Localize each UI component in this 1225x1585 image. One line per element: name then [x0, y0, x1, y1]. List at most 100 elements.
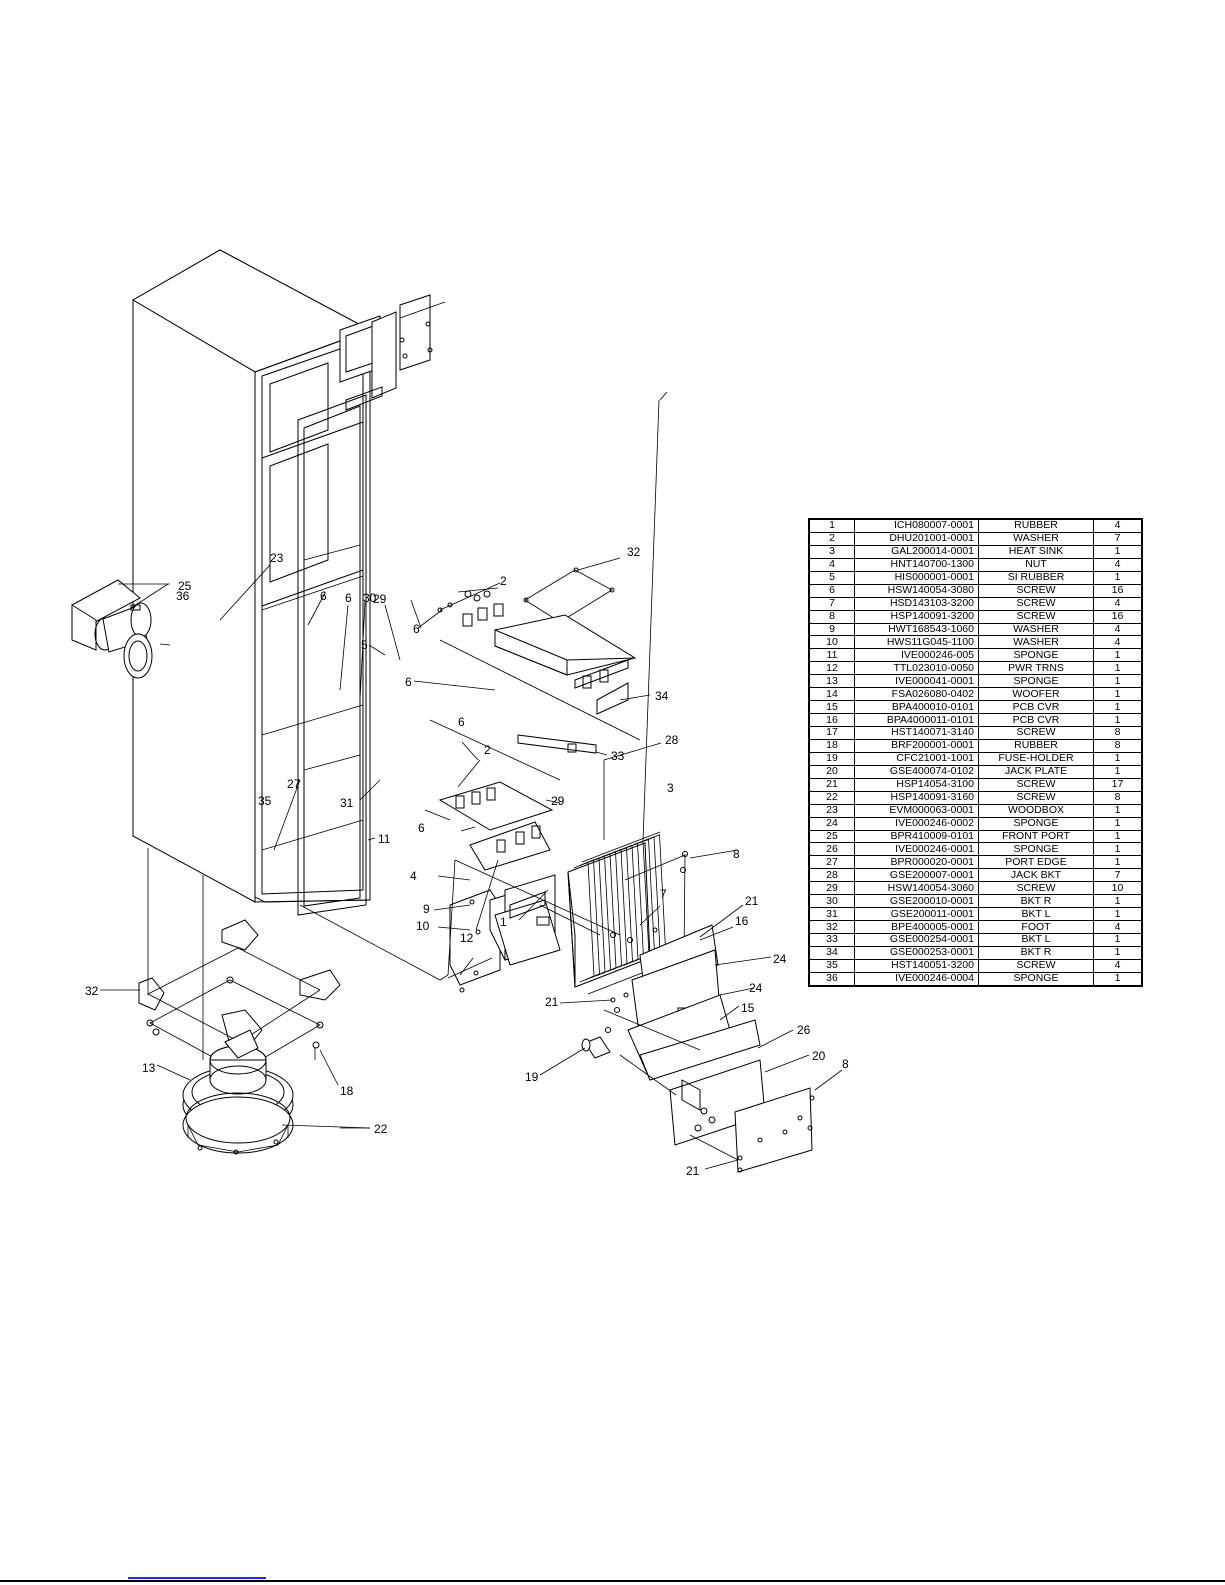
pcb-cover-top — [437, 567, 637, 871]
part-quantity: 7 — [1093, 868, 1143, 883]
bracket-group — [339, 294, 446, 411]
leader-lines — [100, 391, 843, 1170]
callout-34: 34 — [655, 689, 669, 703]
part-description: SPONGE — [978, 816, 1094, 831]
callout-8: 8 — [733, 847, 740, 861]
part-code: CFC21001-1001 — [854, 751, 979, 766]
part-quantity: 16 — [1093, 609, 1143, 624]
part-description: WOOFER — [978, 687, 1094, 702]
part-number-index: 36 — [808, 971, 855, 987]
part-code: BPE400005-0001 — [854, 920, 979, 934]
part-code: GAL200014-0001 — [854, 544, 979, 559]
callout-20: 20 — [812, 1049, 826, 1063]
woofer-foot-assembly — [138, 919, 341, 1155]
part-quantity: 1 — [1093, 544, 1143, 559]
part-code: ICH080007-0001 — [854, 518, 979, 533]
part-code: HST140071-3140 — [854, 726, 979, 740]
part-description: JACK PLATE — [978, 764, 1094, 779]
woodbox — [132, 249, 372, 916]
part-number-index: 5 — [808, 570, 855, 585]
callout-2: 2 — [484, 743, 491, 757]
callout-18: 18 — [340, 1084, 354, 1098]
part-number-index: 16 — [808, 713, 855, 727]
part-code: HSP14054-3100 — [854, 777, 979, 792]
part-quantity: 1 — [1093, 894, 1143, 909]
part-number-index: 21 — [808, 777, 855, 792]
callout-6: 6 — [320, 589, 327, 603]
part-quantity: 8 — [1093, 790, 1143, 805]
part-description: SCREW — [978, 596, 1094, 611]
part-number-index: 17 — [808, 726, 855, 740]
part-quantity: 1 — [1093, 907, 1143, 922]
part-quantity: 1 — [1093, 674, 1143, 689]
part-quantity: 1 — [1093, 700, 1143, 715]
part-description: JACK BKT — [978, 868, 1094, 883]
part-quantity: 1 — [1093, 829, 1143, 844]
front-port-assembly — [71, 579, 153, 679]
part-number-index: 30 — [808, 894, 855, 909]
part-code: IVE000246-0002 — [854, 816, 979, 831]
part-description: SCREW — [978, 958, 1094, 973]
part-number-index: 14 — [808, 687, 855, 702]
callout-6: 6 — [405, 675, 412, 689]
part-description: BKT R — [978, 945, 1094, 960]
callout-30: 30 — [363, 591, 377, 605]
part-number-index: 3 — [808, 544, 855, 559]
part-code: HSP140091-3160 — [854, 790, 979, 805]
part-quantity: 1 — [1093, 751, 1143, 766]
part-quantity: 4 — [1093, 596, 1143, 611]
part-quantity: 1 — [1093, 570, 1143, 585]
part-description: WOODBOX — [978, 803, 1094, 818]
callout-27: 27 — [287, 777, 301, 791]
part-description: SCREW — [978, 777, 1094, 792]
part-code: BRF200001-0001 — [854, 738, 979, 753]
callout-1: 1 — [500, 915, 507, 929]
part-code: GSE200007-0001 — [854, 868, 979, 883]
part-code: HSW140054-3080 — [854, 583, 979, 598]
part-code: DHU201001-0001 — [854, 531, 979, 546]
callout-23: 23 — [270, 551, 284, 565]
footer-rule — [0, 1580, 1225, 1582]
part-quantity: 1 — [1093, 713, 1143, 727]
part-code: BPR000020-0001 — [854, 855, 979, 870]
part-code: IVE000246-0004 — [854, 971, 979, 987]
part-quantity: 1 — [1093, 945, 1143, 960]
part-number-index: 8 — [808, 609, 855, 624]
part-description: WASHER — [978, 531, 1094, 546]
part-code: GSE200010-0001 — [854, 894, 979, 909]
part-quantity: 4 — [1093, 920, 1143, 934]
part-number-index: 20 — [808, 764, 855, 779]
part-quantity: 1 — [1093, 855, 1143, 870]
callout-6: 6 — [418, 821, 425, 835]
part-code: HSD143103-3200 — [854, 596, 979, 611]
part-description: SPONGE — [978, 648, 1094, 663]
part-code: HST140051-3200 — [854, 958, 979, 973]
callout-32: 32 — [627, 545, 641, 559]
part-number-index: 12 — [808, 661, 855, 676]
part-description: HEAT SINK — [978, 544, 1094, 559]
